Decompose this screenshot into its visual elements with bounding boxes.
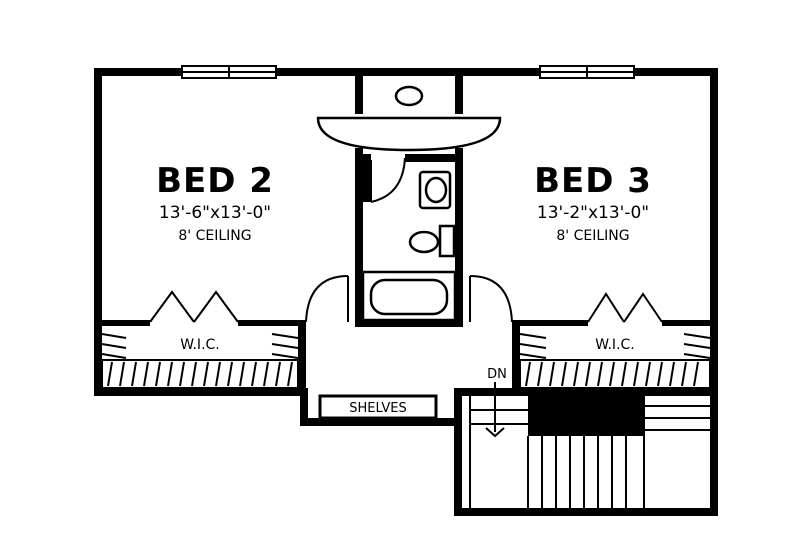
window-bed2	[181, 65, 277, 79]
bed2-ceiling: 8' CEILING	[178, 228, 251, 244]
closet-door-left	[149, 290, 239, 323]
bed3-name: BED 3	[534, 161, 652, 201]
vanity-sink	[316, 85, 502, 152]
exterior-walls	[94, 68, 718, 516]
door-bed3	[469, 275, 513, 323]
wic-hatch-left	[101, 333, 299, 389]
shelves-box	[318, 394, 438, 420]
wic-left-label: W.I.C.	[180, 337, 220, 353]
bed3-dims: 13'-2"x13'-0"	[537, 203, 649, 223]
wic-hatch-right	[519, 333, 711, 389]
wic-right-label: W.I.C.	[595, 337, 635, 353]
shelves-label: SHELVES	[349, 401, 406, 416]
closet-walls	[102, 320, 710, 396]
bed3-ceiling: 8' CEILING	[556, 228, 629, 244]
bed2-name: BED 2	[156, 161, 274, 201]
bathroom-walls	[355, 70, 463, 327]
staircase	[469, 396, 710, 508]
stairs-direction-label: DN	[487, 367, 507, 382]
window-bed3	[539, 65, 635, 79]
door-bed2	[305, 275, 349, 323]
bathtub	[361, 270, 457, 322]
down-arrow-icon	[485, 382, 505, 438]
toilet	[408, 170, 456, 258]
bed2-dims: 13'-6"x13'-0"	[159, 203, 271, 223]
closet-door-right	[587, 292, 663, 323]
bath-door	[370, 157, 406, 203]
